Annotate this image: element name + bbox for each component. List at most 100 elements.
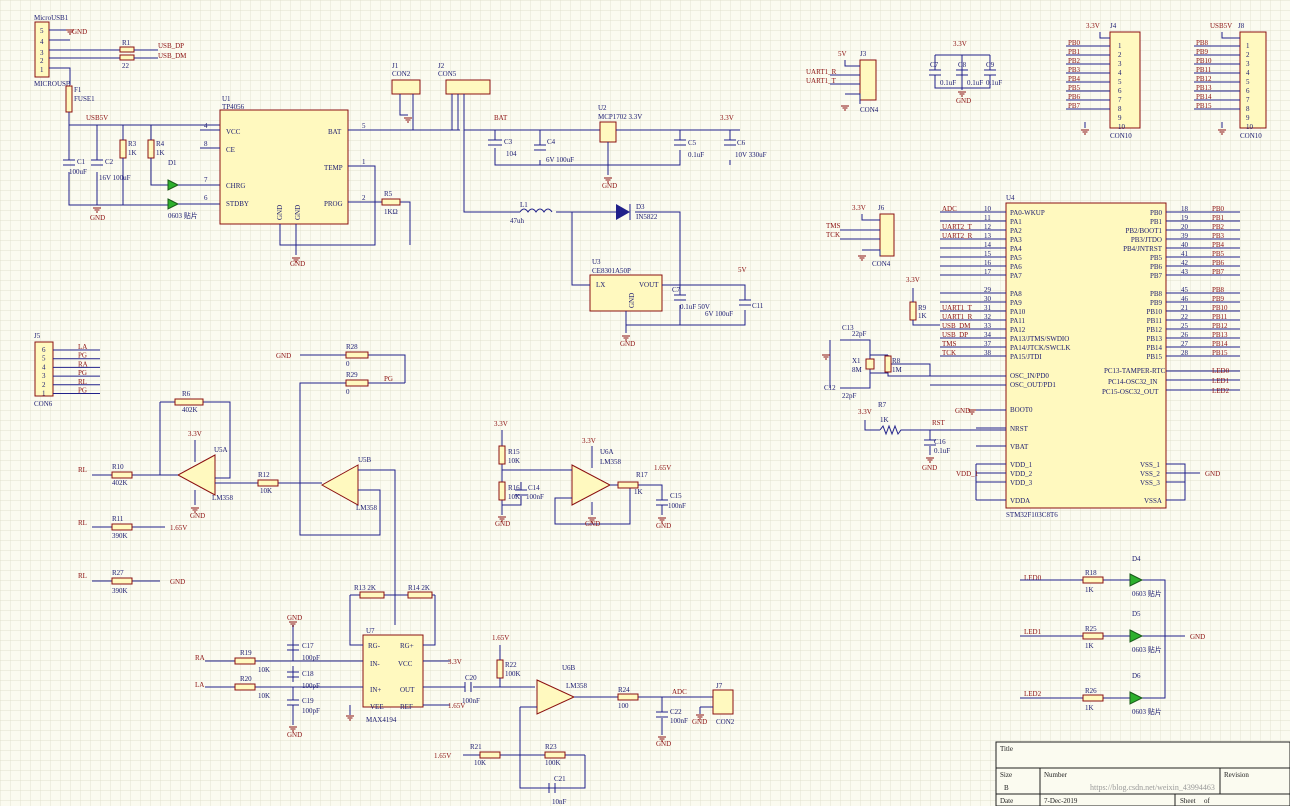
mcu-left-net: TCK <box>942 349 956 357</box>
r25-ref: R25 <box>1085 625 1097 633</box>
j8-pin-number: 7 <box>1246 96 1250 104</box>
size-label: Size <box>1000 771 1012 779</box>
mcu-left-pin-label: PA6 <box>1010 263 1022 271</box>
pin-vss2: VSS_2 <box>1140 470 1160 478</box>
c21-value: 10nF <box>552 798 567 806</box>
u7-pin-vcc: VCC <box>398 660 413 668</box>
j8-pin-number: 2 <box>1246 51 1250 59</box>
u2-ref: U2 <box>598 104 607 112</box>
v5-net: 5V <box>838 50 847 58</box>
mcu-left-pin-label: PA10 <box>1010 308 1026 316</box>
mcu-left-pin-number: 16 <box>984 259 992 267</box>
u3-pin-vout: VOUT <box>639 281 659 289</box>
pin-num: 6 <box>204 194 208 202</box>
mcu-right-pin-number: 39 <box>1181 232 1189 240</box>
mcu-left-pin-label: PA4 <box>1010 245 1022 253</box>
mcu-left-pin-label: PA1 <box>1010 218 1022 226</box>
r28-value: 0 <box>346 360 350 368</box>
r16-value: 10K <box>508 493 520 501</box>
d6-ref: D6 <box>1132 672 1141 680</box>
rl-net: RL <box>78 466 87 474</box>
mcu-left-pin-label: PA8 <box>1010 290 1022 298</box>
j4-pin-number: 7 <box>1118 96 1122 104</box>
mcu-right-pin-number: 41 <box>1181 250 1189 258</box>
r17-value: 1K <box>634 488 643 496</box>
ra-net: RA <box>195 654 205 662</box>
c14-value: 100nF <box>526 493 544 501</box>
r13-label: R13 2K <box>354 584 376 592</box>
mcu-right-pin-number: 43 <box>1181 268 1189 276</box>
j5-name: CON6 <box>34 400 53 408</box>
gnd-label: GND <box>287 731 302 739</box>
j4-pin-number: 3 <box>1118 60 1122 68</box>
mcu-right-pin-label: PB2/BOOT1 <box>1125 227 1162 235</box>
gnd-label: GND <box>170 578 185 586</box>
mcu-right-pin-label: PB15 <box>1146 353 1162 361</box>
r6-ref: R6 <box>182 390 191 398</box>
led1-net: LED1 <box>1212 377 1230 385</box>
mcu-left-pin-label: PA9 <box>1010 299 1022 307</box>
led2-net: LED2 <box>1212 387 1230 395</box>
d4-value: 0603 贴片 <box>1132 589 1162 598</box>
usb-pin: 4 <box>40 38 44 46</box>
mcu-left-pin-number: 29 <box>984 286 992 294</box>
mcu-left-pin-number: 34 <box>984 331 992 339</box>
cap-value: 0.1uF <box>986 79 1002 87</box>
u5a-ref: U5A <box>214 446 228 454</box>
header-j4: J4 CON10 3.3V <box>1080 22 1141 140</box>
mcu-right-net: PB8 <box>1212 286 1225 294</box>
adc-net: ADC <box>672 688 687 696</box>
c12-ref: C12 <box>824 384 836 392</box>
r19-ref: R19 <box>240 649 252 657</box>
mcu-right-pin-label: PB14 <box>1146 344 1162 352</box>
u7-pin-ref: REF <box>400 703 413 711</box>
c2-value: 16V 100uF <box>99 174 131 182</box>
mcu-left-net: UART1_R <box>942 313 973 321</box>
mcu-left-pin-number: 33 <box>984 322 992 330</box>
r11-ref: R11 <box>112 515 124 523</box>
mcu-left-pin-number: 31 <box>984 304 992 312</box>
mcu-left-pin-label: PA5 <box>1010 254 1022 262</box>
cap-ref: C8 <box>958 61 967 69</box>
r10-value: 402K <box>112 479 128 487</box>
r28-ref: R28 <box>346 343 358 351</box>
mcu-left-pin-number: 11 <box>984 214 991 222</box>
u5b-part: LM358 <box>356 504 378 512</box>
r24-value: 100 <box>618 702 629 710</box>
r23-value: 100K <box>545 759 561 767</box>
c16-value: 0.1uF <box>934 447 950 455</box>
v33-net: VDD_1 <box>956 470 979 478</box>
mcu-left-pin-number: 13 <box>984 232 992 240</box>
c6-ref: C6 <box>737 139 746 147</box>
mcu-right-pin-number: 45 <box>1181 286 1189 294</box>
d1-ref: D1 <box>168 159 177 167</box>
r6-value: 402K <box>182 406 198 414</box>
mcu-right-pin-number: 21 <box>1181 304 1189 312</box>
mcu-right-net: PB9 <box>1212 295 1225 303</box>
mcu-right-pin-label: PB4/JNTRST <box>1123 245 1163 253</box>
watermark: https://blog.csdn.net/weixin_43994463 <box>1090 783 1215 792</box>
microusb-ref: MicroUSB1 <box>34 14 69 22</box>
mcu-right-net: PB4 <box>1212 241 1225 249</box>
u1-ref: U1 <box>222 95 231 103</box>
cap-ref: C9 <box>986 61 995 69</box>
d4-ref: D4 <box>1132 555 1141 563</box>
c19-value: 100pF <box>302 707 320 715</box>
j8-pin-number: 4 <box>1246 69 1250 77</box>
r3-value: 1K <box>128 149 137 157</box>
j4-pin-number: 6 <box>1118 87 1122 95</box>
tp-pin-ce: CE <box>226 146 235 154</box>
j8-pin-number: 10 <box>1246 123 1254 131</box>
c18-ref: C18 <box>302 670 314 678</box>
pin-vdd3: VDD_3 <box>1010 479 1033 487</box>
r10-ref: R10 <box>112 463 124 471</box>
d3-value: IN5822 <box>636 213 658 221</box>
u3-pin-lx: LX <box>596 281 605 289</box>
mcu-right-net: PB14 <box>1212 340 1228 348</box>
pin-pc15: PC15-OSC32_OUT <box>1102 388 1159 396</box>
usb-dm-net: USB_DM <box>158 52 187 60</box>
u5a-part: LM358 <box>212 494 234 502</box>
